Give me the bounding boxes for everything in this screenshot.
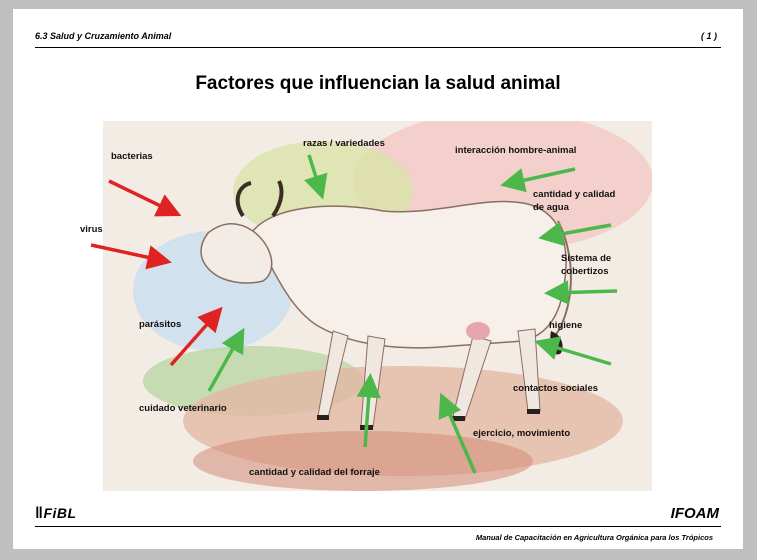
fibl-logo: ‖FiBL xyxy=(35,505,77,523)
arrow-forraje xyxy=(365,380,370,447)
label-cobertizos-2: cobertizos xyxy=(561,266,609,277)
label-parasitos: parásitos xyxy=(139,319,181,330)
slide: 6.3 Salud y Cruzamiento Animal ( 1 ) Fac… xyxy=(13,9,743,549)
arrow-cobertizos xyxy=(551,291,617,293)
label-razas: razas / variedades xyxy=(303,138,385,149)
arrow-ejercicio xyxy=(443,399,475,473)
label-ejercicio: ejercicio, movimiento xyxy=(473,428,570,439)
footer-text: Manual de Capacitación en Agricultura Or… xyxy=(476,533,713,542)
label-virus: virus xyxy=(80,224,103,235)
arrow-bacterias xyxy=(109,181,175,213)
arrow-cuidado xyxy=(209,334,241,391)
label-higiene: higiene xyxy=(549,320,582,331)
label-agua-2: de agua xyxy=(533,202,569,213)
footer-divider xyxy=(35,526,721,527)
arrow-interaccion xyxy=(507,169,575,184)
label-bacterias: bacterias xyxy=(111,151,153,162)
arrow-agua xyxy=(545,225,611,237)
arrow-contactos xyxy=(541,343,611,364)
label-contactos-sociales: contactos sociales xyxy=(513,383,598,394)
label-interaccion: interacción hombre-animal xyxy=(455,145,576,156)
ifoam-logo: IFOAM xyxy=(671,505,719,522)
label-cuidado-veterinario: cuidado veterinario xyxy=(139,403,227,414)
label-cobertizos-1: Sistema de xyxy=(561,253,611,264)
arrow-virus xyxy=(91,245,165,261)
label-agua-1: cantidad y calidad xyxy=(533,189,615,200)
arrow-razas xyxy=(309,155,321,193)
label-forraje: cantidad y calidad del forraje xyxy=(249,467,380,478)
